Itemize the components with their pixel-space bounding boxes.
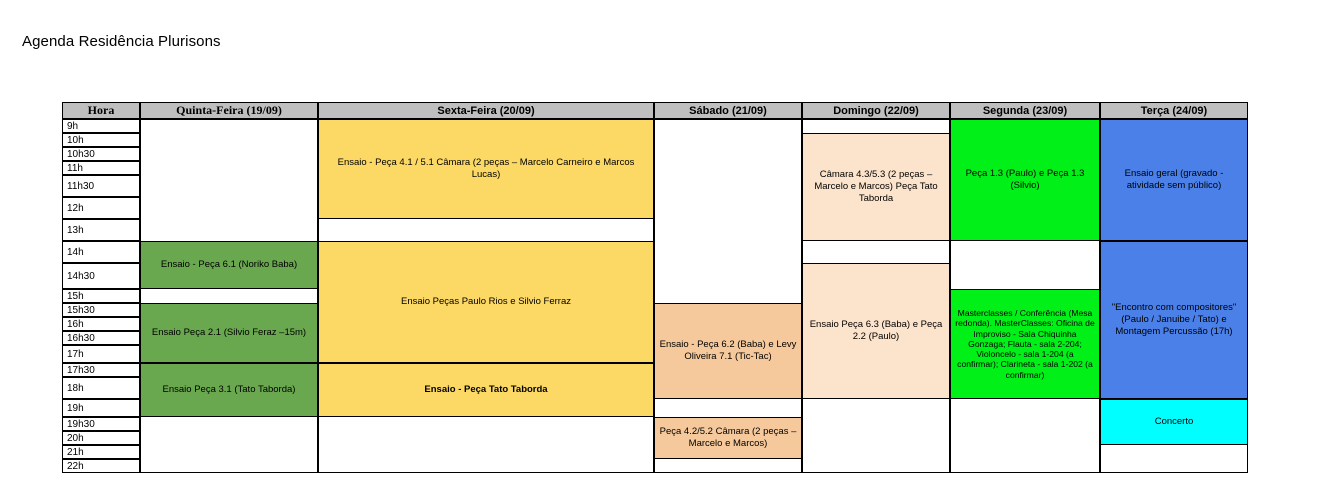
event-label: Ensaio - Peça 4.1 / 5.1 Câmara (2 peças … — [337, 157, 635, 180]
hour-cell: 11h30 — [62, 175, 140, 197]
hour-cell: 9h — [62, 119, 140, 133]
hour-cell: 22h — [62, 459, 140, 473]
hour-cell: 16h — [62, 317, 140, 331]
event-label: Ensaio Peça 6.3 (Baba) e Peça 2.2 (Paulo… — [809, 319, 943, 342]
hour-cell: 16h30 — [62, 331, 140, 345]
event-block[interactable]: Ensaio - Peça 6.1 (Noriko Baba) — [140, 241, 318, 289]
event-block[interactable]: "Encontro com compositores" (Paulo / Jan… — [1100, 241, 1248, 399]
event-block[interactable]: Ensaio - Peça Tato Taborda — [318, 363, 654, 417]
event-block[interactable]: Ensaio Peça 2.1 (Silvio Feraz –15m) — [140, 303, 318, 363]
hour-cell: 11h — [62, 161, 140, 175]
event-label: "Encontro com compositores" (Paulo / Jan… — [1111, 302, 1237, 337]
event-block[interactable]: Ensaio Peças Paulo Rios e Silvio Ferraz — [318, 241, 654, 363]
event-label: Ensaio Peça 2.1 (Silvio Feraz –15m) — [151, 327, 307, 339]
event-block[interactable]: Peça 4.2/5.2 Câmara (2 peças – Marcelo e… — [654, 417, 802, 459]
day-column-sabado — [654, 119, 802, 473]
event-block[interactable]: Concerto — [1100, 399, 1248, 445]
event-label: Ensaio - Peça 6.2 (Baba) e Levy Oliveira… — [659, 339, 797, 362]
column-header-quinta: Quinta-Feira (19/09) — [140, 102, 318, 119]
hour-cell: 19h30 — [62, 417, 140, 431]
event-block[interactable]: Peça 1.3 (Paulo) e Peça 1.3 (Silvio) — [950, 119, 1100, 241]
hour-cell: 19h — [62, 399, 140, 417]
hour-cell: 20h — [62, 431, 140, 445]
hour-column-header: Hora — [62, 102, 140, 119]
event-label: Ensaio geral (gravado - atividade sem pú… — [1124, 168, 1224, 191]
hour-cell: 14h30 — [62, 263, 140, 289]
event-block[interactable]: Ensaio - Peça 4.1 / 5.1 Câmara (2 peças … — [318, 119, 654, 219]
hour-cell: 21h — [62, 445, 140, 459]
column-header-domingo: Domingo (22/09) — [802, 102, 950, 119]
hour-cell: 17h — [62, 345, 140, 363]
column-header-terca: Terça (24/09) — [1100, 102, 1248, 119]
column-header-segunda: Segunda (23/09) — [950, 102, 1100, 119]
event-label: Ensaio - Peça 6.1 (Noriko Baba) — [160, 259, 298, 271]
hour-cell: 18h — [62, 377, 140, 399]
event-label: Concerto — [1154, 416, 1194, 428]
hour-cell: 12h — [62, 197, 140, 219]
hour-cell: 14h — [62, 241, 140, 263]
day-column-quinta — [140, 119, 318, 473]
event-block[interactable]: Ensaio - Peça 6.2 (Baba) e Levy Oliveira… — [654, 303, 802, 399]
event-label: Masterclasses / Conferência (Mesa redond… — [955, 307, 1095, 380]
event-block[interactable]: Ensaio geral (gravado - atividade sem pú… — [1100, 119, 1248, 241]
hour-cell: 15h — [62, 289, 140, 303]
hour-cell: 17h30 — [62, 363, 140, 377]
column-header-sexta: Sexta-Feira (20/09) — [318, 102, 654, 119]
event-block[interactable]: Ensaio Peça 3.1 (Tato Taborda) — [140, 363, 318, 417]
page-title: Agenda Residência Plurisons — [22, 33, 221, 50]
hour-cell: 15h30 — [62, 303, 140, 317]
event-label: Ensaio - Peça Tato Taborda — [424, 384, 548, 396]
hour-cell: 10h — [62, 133, 140, 147]
event-label: Câmara 4.3/5.3 (2 peças – Marcelo e Marc… — [814, 169, 938, 204]
event-label: Ensaio Peça 3.1 (Tato Taborda) — [162, 384, 296, 396]
event-label: Peça 4.2/5.2 Câmara (2 peças – Marcelo e… — [659, 426, 797, 449]
event-block[interactable]: Câmara 4.3/5.3 (2 peças – Marcelo e Marc… — [802, 133, 950, 241]
hour-cell: 13h — [62, 219, 140, 241]
hour-cell: 10h30 — [62, 147, 140, 161]
event-label: Peça 1.3 (Paulo) e Peça 1.3 (Silvio) — [965, 168, 1085, 191]
event-block[interactable]: Ensaio Peça 6.3 (Baba) e Peça 2.2 (Paulo… — [802, 263, 950, 399]
event-label: Ensaio Peças Paulo Rios e Silvio Ferraz — [400, 296, 572, 308]
event-block[interactable]: Masterclasses / Conferência (Mesa redond… — [950, 289, 1100, 399]
column-header-sabado: Sábado (21/09) — [654, 102, 802, 119]
